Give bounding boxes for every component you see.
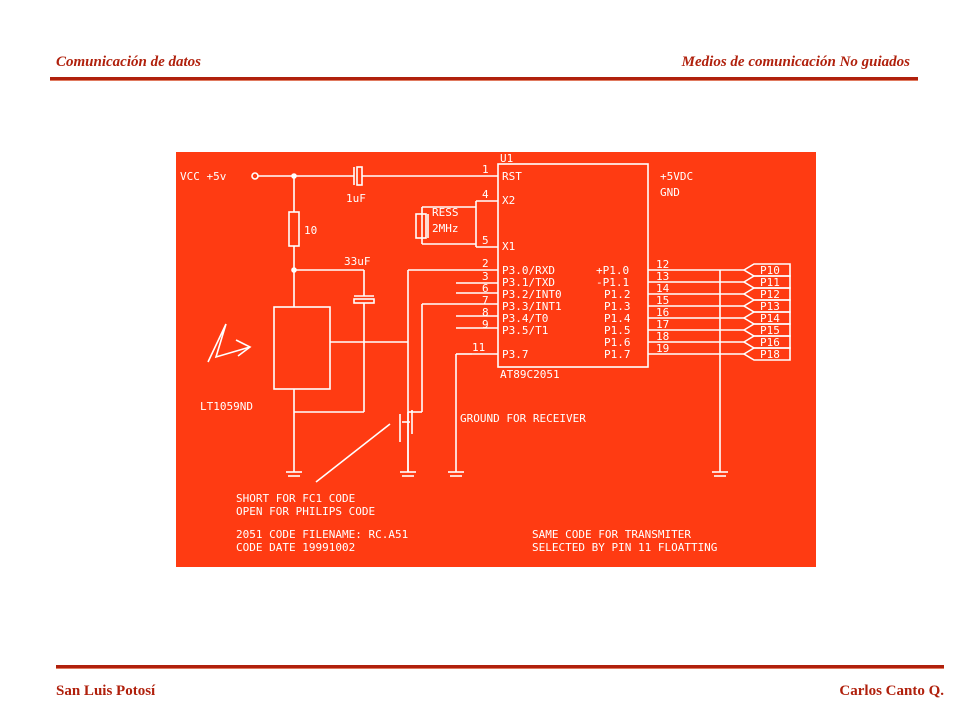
pin-num: 4 <box>482 188 489 201</box>
ir-arrow <box>207 323 251 363</box>
pin-name: +P1.0 <box>596 264 629 277</box>
header-rule <box>50 77 918 81</box>
pin-name: P1.4 <box>604 312 631 325</box>
output-label: P10 <box>760 264 780 277</box>
ic-body <box>497 163 649 368</box>
note-short: SHORT FOR FC1 CODE <box>236 492 355 505</box>
pin-name: P3.1/TXD <box>502 276 555 289</box>
output-label: P18 <box>760 348 780 361</box>
pin-num: 3 <box>482 270 489 283</box>
pin-name: P3.7 <box>502 348 529 361</box>
note-date: CODE DATE 19991002 <box>236 541 355 554</box>
note-same-code: SAME CODE FOR TRANSMITER <box>532 528 691 541</box>
ic-part-label: AT89C2051 <box>500 368 560 381</box>
schematic-svg: VCC +5v 1uF 10 33uF RESS 2MHz U1 AT89C20… <box>180 152 791 554</box>
pin-num: 16 <box>656 306 669 319</box>
power-label-gnd: GND <box>660 186 680 199</box>
note-open: OPEN FOR PHILIPS CODE <box>236 505 375 518</box>
sensor-body <box>273 306 331 390</box>
sensor-label: LT1059ND <box>200 400 253 413</box>
header-right-title: Medios de comunicación No guiados <box>681 54 910 70</box>
pin-name: X2 <box>502 194 515 207</box>
pin-name: P1.7 <box>604 348 631 361</box>
power-label-vdc: +5VDC <box>660 170 693 183</box>
resonator-label-2: 2MHz <box>432 222 459 235</box>
output-label: P13 <box>760 300 780 313</box>
cap2-label: 33uF <box>344 255 371 268</box>
pin-num: 2 <box>482 257 489 270</box>
res1-label: 10 <box>304 224 317 237</box>
pin-num: 13 <box>656 270 669 283</box>
footer-rule <box>56 665 944 669</box>
output-label: P12 <box>760 288 780 301</box>
note-filename: 2051 CODE FILENAME: RC.A51 <box>236 528 408 541</box>
pin-num: 11 <box>472 341 485 354</box>
resonator-label-1: RESS <box>432 206 459 219</box>
pin-name: P1.6 <box>604 336 631 349</box>
footer-left: San Luis Potosí <box>56 683 156 699</box>
pin-name: P3.3/INT1 <box>502 300 562 313</box>
cap2-plate-b <box>353 298 375 304</box>
output-label: P16 <box>760 336 780 349</box>
pin-name: -P1.1 <box>596 276 629 289</box>
pin-num: 6 <box>482 282 489 295</box>
pin-name: X1 <box>502 240 515 253</box>
switch-pointer <box>315 423 391 483</box>
pin-name: P3.4/T0 <box>502 312 548 325</box>
ic-ref-label: U1 <box>500 152 513 165</box>
pin-num: 18 <box>656 330 669 343</box>
pin-num: 5 <box>482 234 489 247</box>
vcc-label: VCC +5v <box>180 170 227 183</box>
pin-name: P3.5/T1 <box>502 324 548 337</box>
vcc-terminal <box>251 172 259 180</box>
footer-right: Carlos Canto Q. <box>839 683 944 699</box>
pin-name: P1.5 <box>604 324 631 337</box>
pin-name: P3.0/RXD <box>502 264 555 277</box>
cap1-plate-b <box>356 166 363 186</box>
circuit-schematic: VCC +5v 1uF 10 33uF RESS 2MHz U1 AT89C20… <box>176 152 816 567</box>
pin-num: 19 <box>656 342 669 355</box>
resistor-10 <box>288 211 300 247</box>
pin-num: 12 <box>656 258 669 271</box>
output-label: P11 <box>760 276 780 289</box>
pin-num: 14 <box>656 282 670 295</box>
output-label: P15 <box>760 324 780 337</box>
resonator-body <box>415 213 427 239</box>
pin-num: 1 <box>482 163 489 176</box>
pin-num: 7 <box>482 294 489 307</box>
pin-name: P3.2/INT0 <box>502 288 562 301</box>
pin-num: 15 <box>656 294 669 307</box>
pin-name: P1.2 <box>604 288 631 301</box>
header-left-title: Comunicación de datos <box>56 54 202 70</box>
pin-num: 17 <box>656 318 669 331</box>
cap1-label: 1uF <box>346 192 366 205</box>
output-label: P14 <box>760 312 780 325</box>
pin-num: 9 <box>482 318 489 331</box>
pin-name: RST <box>502 170 522 183</box>
ground-note: GROUND FOR RECEIVER <box>460 412 586 425</box>
pin-name: P1.3 <box>604 300 631 313</box>
pin-num: 8 <box>482 306 489 319</box>
note-selected: SELECTED BY PIN 11 FLOATTING <box>532 541 717 554</box>
